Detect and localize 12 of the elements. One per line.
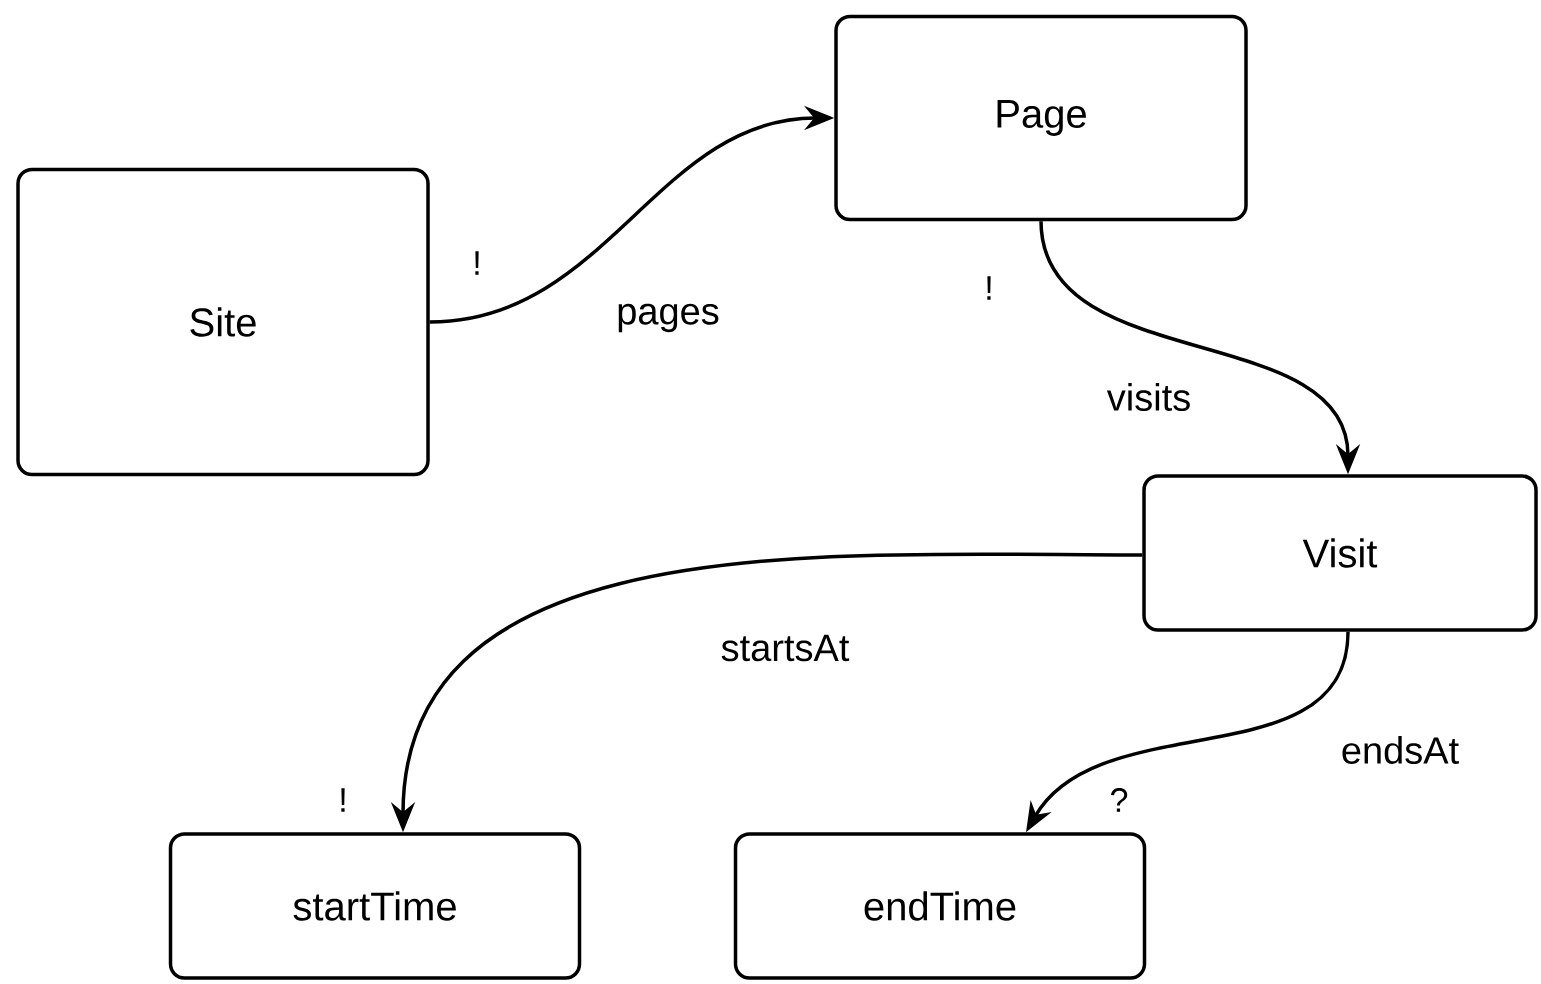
edge-label: startsAt	[718, 632, 852, 664]
edge-label: endsAt	[1338, 734, 1462, 766]
edge-label: visits	[1104, 381, 1194, 413]
multiplicity-mark: ?	[1110, 788, 1128, 812]
entity-box: endTime	[733, 832, 1147, 980]
entity-box: Site	[16, 167, 430, 477]
multiplicity-mark: !	[987, 276, 991, 300]
edge-label: pages	[614, 301, 722, 335]
entity-box: startTime	[168, 832, 582, 980]
entity-box: Page	[834, 14, 1248, 222]
multiplicity-mark: !	[475, 251, 479, 275]
entity-box: Visit	[1142, 474, 1538, 632]
